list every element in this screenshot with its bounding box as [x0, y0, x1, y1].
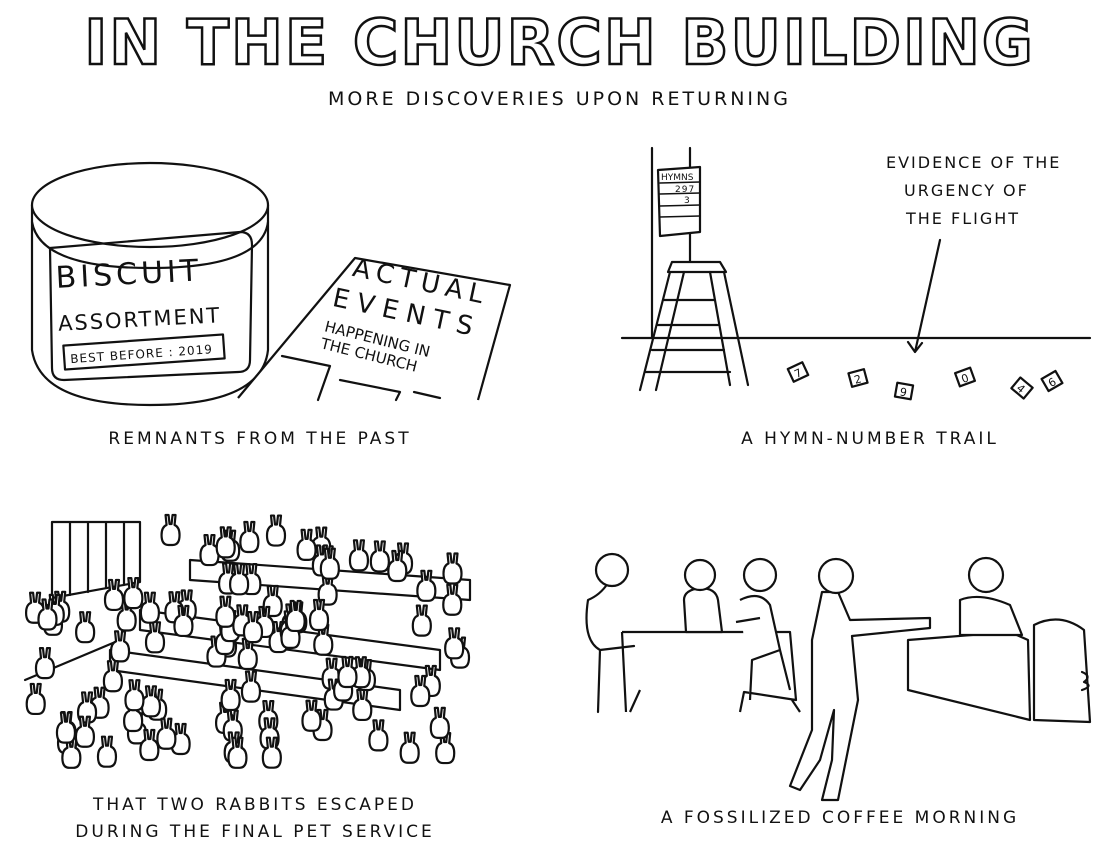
rabbit-icon — [102, 660, 124, 693]
rabbit-icon — [109, 630, 131, 663]
rabbit-icon — [308, 598, 330, 632]
rabbit-icon — [227, 736, 248, 769]
rabbit-icon — [444, 627, 465, 660]
caption-rabbits-line-1: THAT TWO RABBITS ESCAPED — [92, 795, 418, 815]
annotation: EVIDENCE OF THE URGENCY OF THE FLIGHT — [886, 153, 1061, 354]
caption-coffee-morning: A FOSSILIZED COFFEE MORNING — [660, 808, 1020, 828]
rabbit-icon — [61, 736, 82, 769]
rabbit-icon — [411, 604, 432, 637]
rabbit-icon — [442, 583, 463, 616]
annotation-line-2: URGENCY OF — [904, 181, 1029, 200]
tin-label-assortment: ASSORTMENT — [57, 303, 221, 336]
floor-hymn-cards: 7 2 9 0 4 6 — [786, 361, 1064, 401]
rabbit-icon — [387, 549, 408, 583]
rabbit-icon — [160, 513, 181, 547]
rabbit-icon — [37, 598, 58, 631]
best-before-label: BEST BEFORE : 2019 — [70, 342, 214, 366]
rabbit-icon — [55, 711, 77, 744]
rabbit-icon — [348, 539, 370, 572]
rabbit-icon — [215, 526, 236, 559]
rabbit-icon — [124, 679, 145, 712]
church-window — [50, 520, 142, 600]
floor-card: 2 — [853, 372, 863, 386]
floor-card: 6 — [1046, 375, 1059, 390]
rabbit-icon — [239, 520, 260, 554]
coffee-urn — [1032, 618, 1092, 724]
hymn-board: HYMNS 297 3 — [656, 165, 702, 238]
counter — [906, 630, 1032, 722]
caption-rabbits-line-2: DURING THE FINAL PET SERVICE — [75, 822, 435, 842]
hymn-board-header: HYMNS — [661, 173, 694, 183]
rabbit-icon — [220, 678, 241, 712]
rabbit-icon — [301, 699, 322, 732]
rabbit-icon — [96, 735, 118, 768]
floor-card: 7 — [792, 366, 804, 381]
rabbit-icon — [229, 563, 250, 596]
arrow-icon — [906, 238, 942, 354]
seated-person-back — [682, 586, 724, 634]
rabbit-icon — [313, 623, 334, 656]
biscuit-tin: BISCUIT ASSORTMENT BEST BEFORE : 2019 — [30, 161, 270, 407]
rabbit-icon — [352, 688, 373, 722]
rabbit-icon — [240, 670, 262, 703]
rabbit-icon — [442, 552, 463, 585]
hymn-board-row-2: 3 — [684, 196, 690, 206]
rabbit-icon — [416, 569, 437, 602]
caption-rabbits: THAT TWO RABBITS ESCAPED DURING THE FINA… — [40, 792, 470, 846]
rabbit-icon — [25, 682, 46, 716]
rabbit-icon — [34, 646, 56, 680]
seated-person-right — [735, 594, 792, 701]
rabbit-icon — [435, 731, 456, 765]
rabbit-icon — [317, 573, 338, 606]
rabbit-icon — [123, 576, 144, 610]
rabbit-icon — [296, 528, 317, 561]
comic-title: IN THE CHURCH BUILDING — [83, 5, 1035, 81]
serving-person — [958, 595, 1024, 637]
rabbit-icon — [74, 715, 96, 748]
rabbit-icon — [337, 655, 358, 689]
hymn-board-row-1: 297 — [675, 185, 695, 195]
rabbits — [24, 513, 471, 769]
rabbit-icon — [139, 728, 160, 762]
step-ladder — [638, 260, 750, 392]
floor-card: 0 — [960, 371, 971, 386]
rabbit-icon — [261, 736, 282, 769]
caption-hymn-trail: A HYMN-NUMBER TRAIL — [741, 429, 999, 449]
rabbit-icon — [116, 599, 137, 632]
floor-card: 9 — [899, 385, 908, 399]
rabbit-icon — [75, 611, 96, 644]
hymn-trail-scene: HYMNS 297 3 EVIDENCE OF THE URGENCY OF T… — [620, 146, 1092, 401]
rabbit-icon — [173, 604, 194, 638]
rabbit-icon — [399, 731, 420, 764]
rabbit-icon — [156, 717, 177, 750]
rabbit-icon — [103, 578, 125, 612]
rabbit-icon — [76, 691, 98, 724]
annotation-line-1: EVIDENCE OF THE — [886, 153, 1061, 172]
rabbit-icon — [140, 685, 162, 718]
rabbit-icon — [144, 621, 166, 654]
annotation-line-3: THE FLIGHT — [905, 209, 1020, 228]
tin-label-biscuit: BISCUIT — [55, 253, 203, 296]
caption-remnants: REMNANTS FROM THE PAST — [108, 429, 412, 449]
comic-subtitle: MORE DISCOVERIES UPON RETURNING — [328, 88, 791, 110]
rabbit-icon — [312, 708, 333, 742]
rabbit-icon — [285, 599, 306, 633]
rabbit-icon — [368, 719, 389, 752]
rabbit-icon — [410, 674, 431, 708]
rabbit-icon — [215, 595, 236, 628]
standing-person — [788, 590, 932, 802]
rabbit-icon — [429, 706, 450, 739]
rabbit-church-scene — [23, 513, 472, 769]
church-newsletter: ACTUAL EVENTS HAPPENING IN THE CHURCH — [237, 253, 512, 402]
rabbit-icon — [265, 514, 287, 547]
rabbit-icon — [369, 540, 390, 573]
rabbit-icon — [319, 547, 340, 580]
rabbit-icon — [237, 637, 258, 671]
rabbit-icon — [199, 533, 220, 567]
rabbit-icon — [242, 611, 264, 644]
coffee-morning-scene — [585, 552, 1092, 802]
rabbit-icon — [139, 591, 160, 624]
